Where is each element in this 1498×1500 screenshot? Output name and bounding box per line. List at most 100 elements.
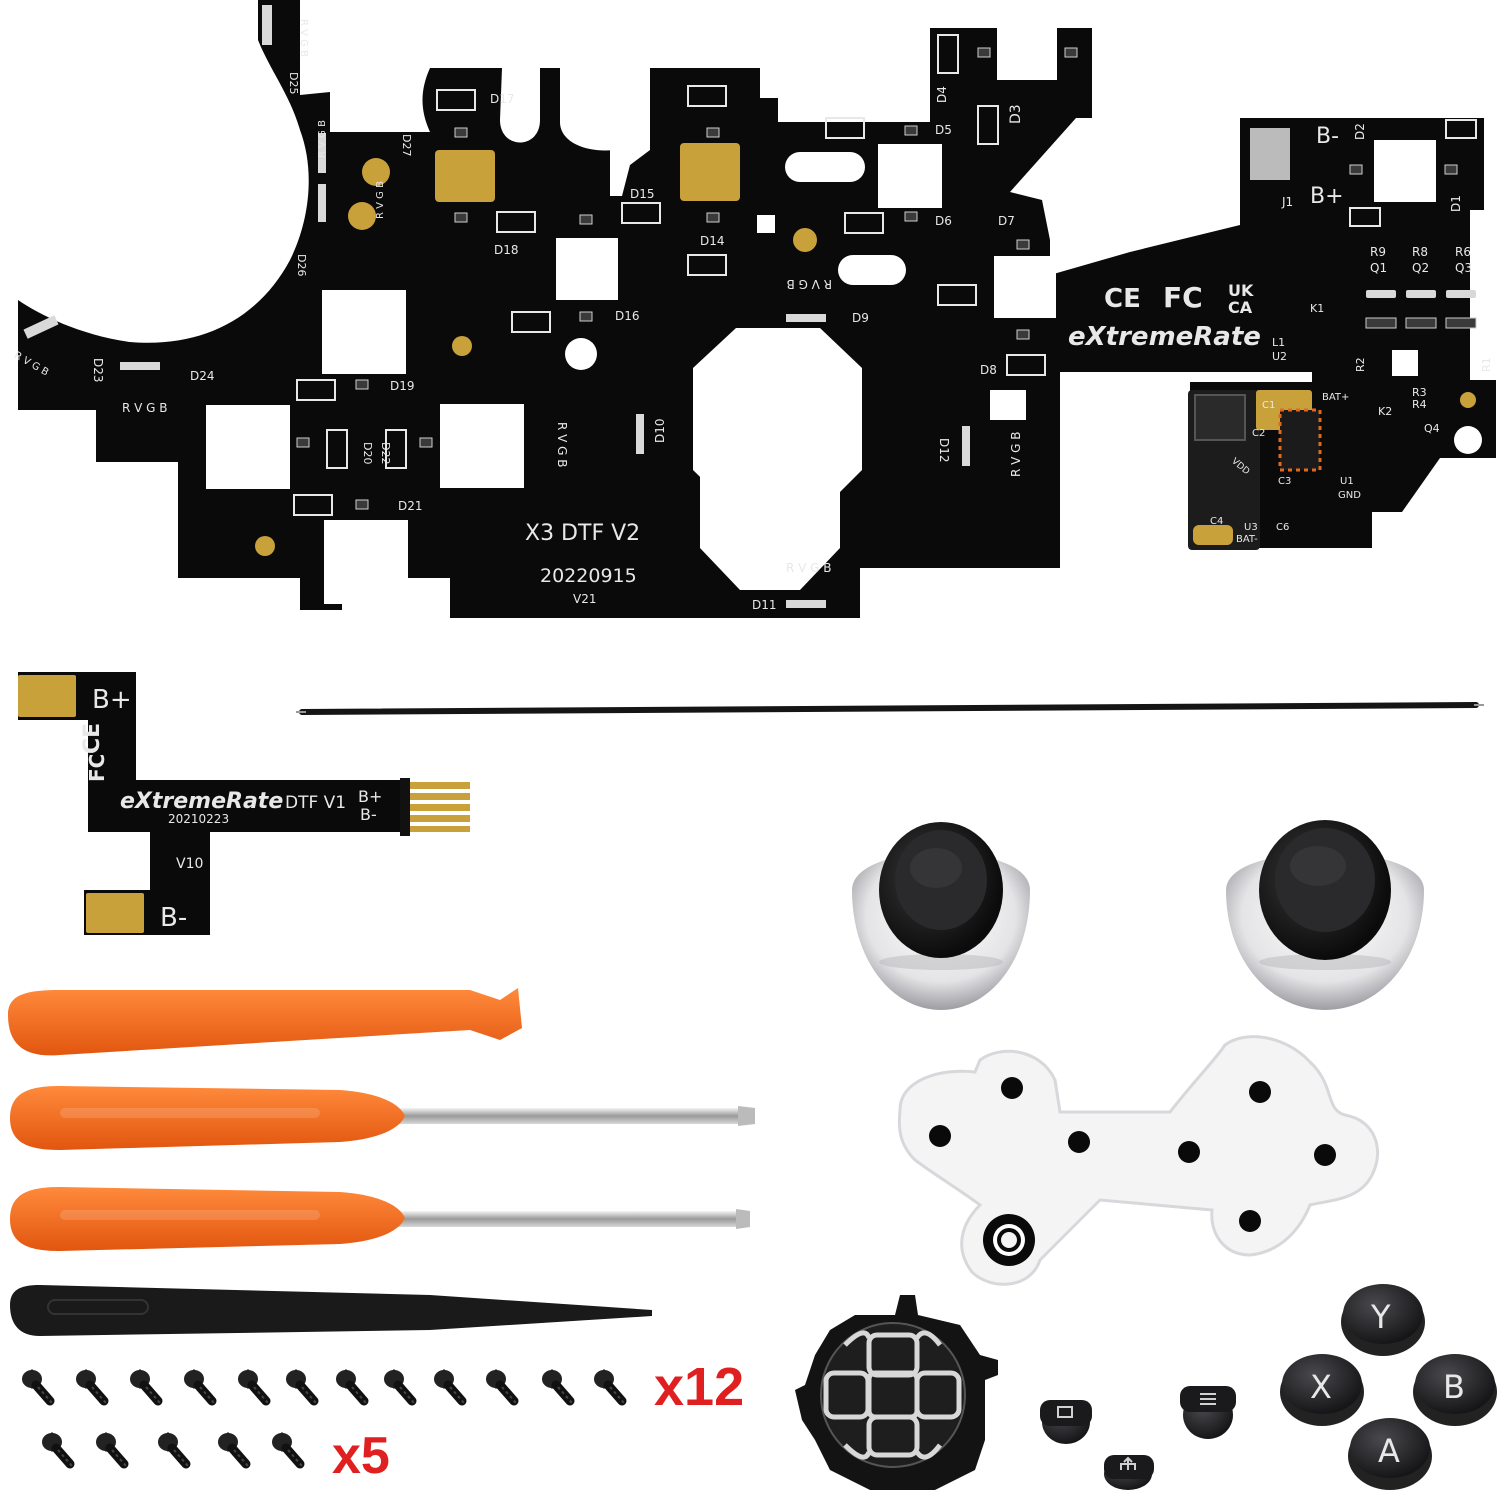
led-pads bbox=[296, 47, 1458, 510]
comp-label-gnd: GND bbox=[1338, 490, 1361, 501]
comp-label-q3: Q3 bbox=[1455, 261, 1472, 275]
small-pcb-version: V10 bbox=[176, 856, 203, 872]
comp-label-k1: K1 bbox=[1310, 302, 1324, 315]
rvgb-label: R V G B bbox=[786, 561, 832, 575]
led-label-d16: D16 bbox=[615, 309, 640, 323]
cert-ca: CA bbox=[1228, 298, 1253, 317]
comp-label-j1: J1 bbox=[1281, 195, 1293, 209]
comp-label-r1: R1 bbox=[1480, 357, 1493, 372]
led-label-d20: D20 bbox=[361, 442, 374, 464]
silicone-membrane bbox=[897, 1035, 1380, 1286]
connectors bbox=[23, 5, 1290, 608]
screwdriver-torx-2 bbox=[10, 1187, 750, 1251]
main-pcb: X3 DTF V2 20220915 V21 eXtremeRate CE FC… bbox=[12, 0, 1496, 618]
small-pcb: B+ CE FC eXtremeRate DTF V1 20210223 B+ … bbox=[18, 672, 470, 935]
led-label-d23: D25 bbox=[287, 72, 300, 94]
comp-label-q1: Q1 bbox=[1370, 261, 1387, 275]
comp-label-r4: R4 bbox=[1412, 398, 1427, 411]
pcb-date-code: 20220915 bbox=[540, 565, 637, 587]
comp-label-c6: C6 bbox=[1276, 522, 1289, 533]
pcb-plus-label: B+ bbox=[1310, 184, 1344, 209]
comp-label-u3: U3 bbox=[1244, 522, 1258, 533]
small-pcb-minus: B- bbox=[160, 903, 187, 933]
screw-count-5: x5 bbox=[332, 1427, 390, 1485]
share-button bbox=[1104, 1455, 1154, 1490]
small-pcb-ce: CE bbox=[80, 723, 105, 754]
comp-label-r6: R6 bbox=[1455, 245, 1471, 259]
cert-fc: FC bbox=[1163, 281, 1203, 314]
led-label-d24: D23 bbox=[91, 358, 105, 383]
led-label-d1: D1 bbox=[1449, 195, 1463, 212]
view-button bbox=[1040, 1400, 1092, 1444]
led-label-d25: D24 bbox=[190, 369, 215, 383]
comp-label-bat-plus: BAT+ bbox=[1322, 392, 1349, 403]
comp-label-u1: U1 bbox=[1340, 476, 1354, 487]
main-pcb-outline bbox=[18, 0, 1496, 618]
led-label-d18: D18 bbox=[494, 243, 519, 257]
rvgb-label: R V G B bbox=[786, 277, 832, 291]
pcb-version: V21 bbox=[573, 592, 596, 606]
comp-label-u2: U2 bbox=[1272, 350, 1287, 363]
comp-label-c2: C2 bbox=[1252, 428, 1265, 439]
cert-ce: CE bbox=[1104, 284, 1141, 314]
pcb-minus-label: B- bbox=[1316, 124, 1339, 149]
comp-label-r3: R3 bbox=[1412, 386, 1427, 399]
rvgb-label: R V G B bbox=[122, 401, 168, 415]
face-button-a: A bbox=[1348, 1418, 1432, 1490]
small-pcb-board-name: DTF V1 bbox=[285, 793, 346, 813]
thumbstick-left bbox=[852, 822, 1030, 1010]
pcb-board-name: X3 DTF V2 bbox=[525, 521, 640, 546]
led-label-d7: D7 bbox=[998, 214, 1015, 228]
small-pcb-side-minus: B- bbox=[360, 805, 377, 824]
comp-label-q2: Q2 bbox=[1412, 261, 1429, 275]
button-label-b: B bbox=[1443, 1368, 1465, 1406]
led-label-d4: D4 bbox=[935, 86, 949, 103]
comp-label-c4: C4 bbox=[1210, 516, 1223, 527]
face-button-y: Y bbox=[1341, 1284, 1425, 1356]
rvgb-label: R V G B bbox=[375, 181, 386, 219]
led-label-d22: D22 bbox=[379, 442, 392, 464]
small-pcb-plus: B+ bbox=[92, 685, 132, 715]
led-label-d17: D17 bbox=[490, 92, 515, 106]
cert-uk: UK bbox=[1228, 281, 1254, 300]
led-label-d8: D8 bbox=[980, 363, 997, 377]
led-label-d14: D14 bbox=[700, 234, 725, 248]
small-pcb-date: 20210223 bbox=[168, 812, 229, 826]
led-label-d3: D3 bbox=[1008, 104, 1024, 124]
screws-row-1 bbox=[22, 1369, 624, 1403]
comp-label-r2: R2 bbox=[1354, 357, 1367, 372]
rvgb-label: R V G B bbox=[317, 120, 328, 158]
pcb-cutouts bbox=[206, 20, 1482, 604]
led-label-d12: D12 bbox=[937, 438, 951, 463]
comp-label-k2: K2 bbox=[1378, 405, 1392, 418]
comp-label-c1: C1 bbox=[1262, 400, 1275, 411]
comp-label-r8: R8 bbox=[1412, 245, 1428, 259]
diode-symbols bbox=[293, 34, 1477, 516]
button-label-a: A bbox=[1378, 1432, 1400, 1470]
led-label-d9: D9 bbox=[852, 311, 869, 325]
led-label-d19: D19 bbox=[390, 379, 415, 393]
led-label-d6: D6 bbox=[935, 214, 952, 228]
small-pcb-side-plus: B+ bbox=[358, 787, 382, 806]
led-label-d15: D15 bbox=[630, 187, 655, 201]
led-label-d11: D11 bbox=[752, 598, 777, 612]
small-pcb-fc: FC bbox=[85, 754, 109, 782]
led-label-d5: D5 bbox=[935, 123, 952, 137]
button-label-y: Y bbox=[1370, 1298, 1391, 1336]
screws-row-2 bbox=[42, 1432, 302, 1466]
menu-button bbox=[1180, 1386, 1236, 1439]
small-pcb-brand: eXtremeRate bbox=[120, 789, 283, 814]
thumbstick-right bbox=[1226, 820, 1424, 1010]
led-label-d2: D2 bbox=[1353, 123, 1367, 140]
rvgb-label: R V G B bbox=[1009, 431, 1023, 477]
comp-label-r9: R9 bbox=[1370, 245, 1386, 259]
led-label-d27: D27 bbox=[400, 134, 413, 156]
screwdriver-torx-1 bbox=[10, 1086, 755, 1150]
led-label-d21: D21 bbox=[398, 499, 423, 513]
wire bbox=[296, 702, 1484, 715]
pcb-brand: eXtremeRate bbox=[1068, 322, 1261, 352]
rvgb-label: R V G B bbox=[298, 19, 309, 57]
comp-label-q4: Q4 bbox=[1424, 422, 1440, 435]
screw-count-12: x12 bbox=[654, 1357, 745, 1417]
